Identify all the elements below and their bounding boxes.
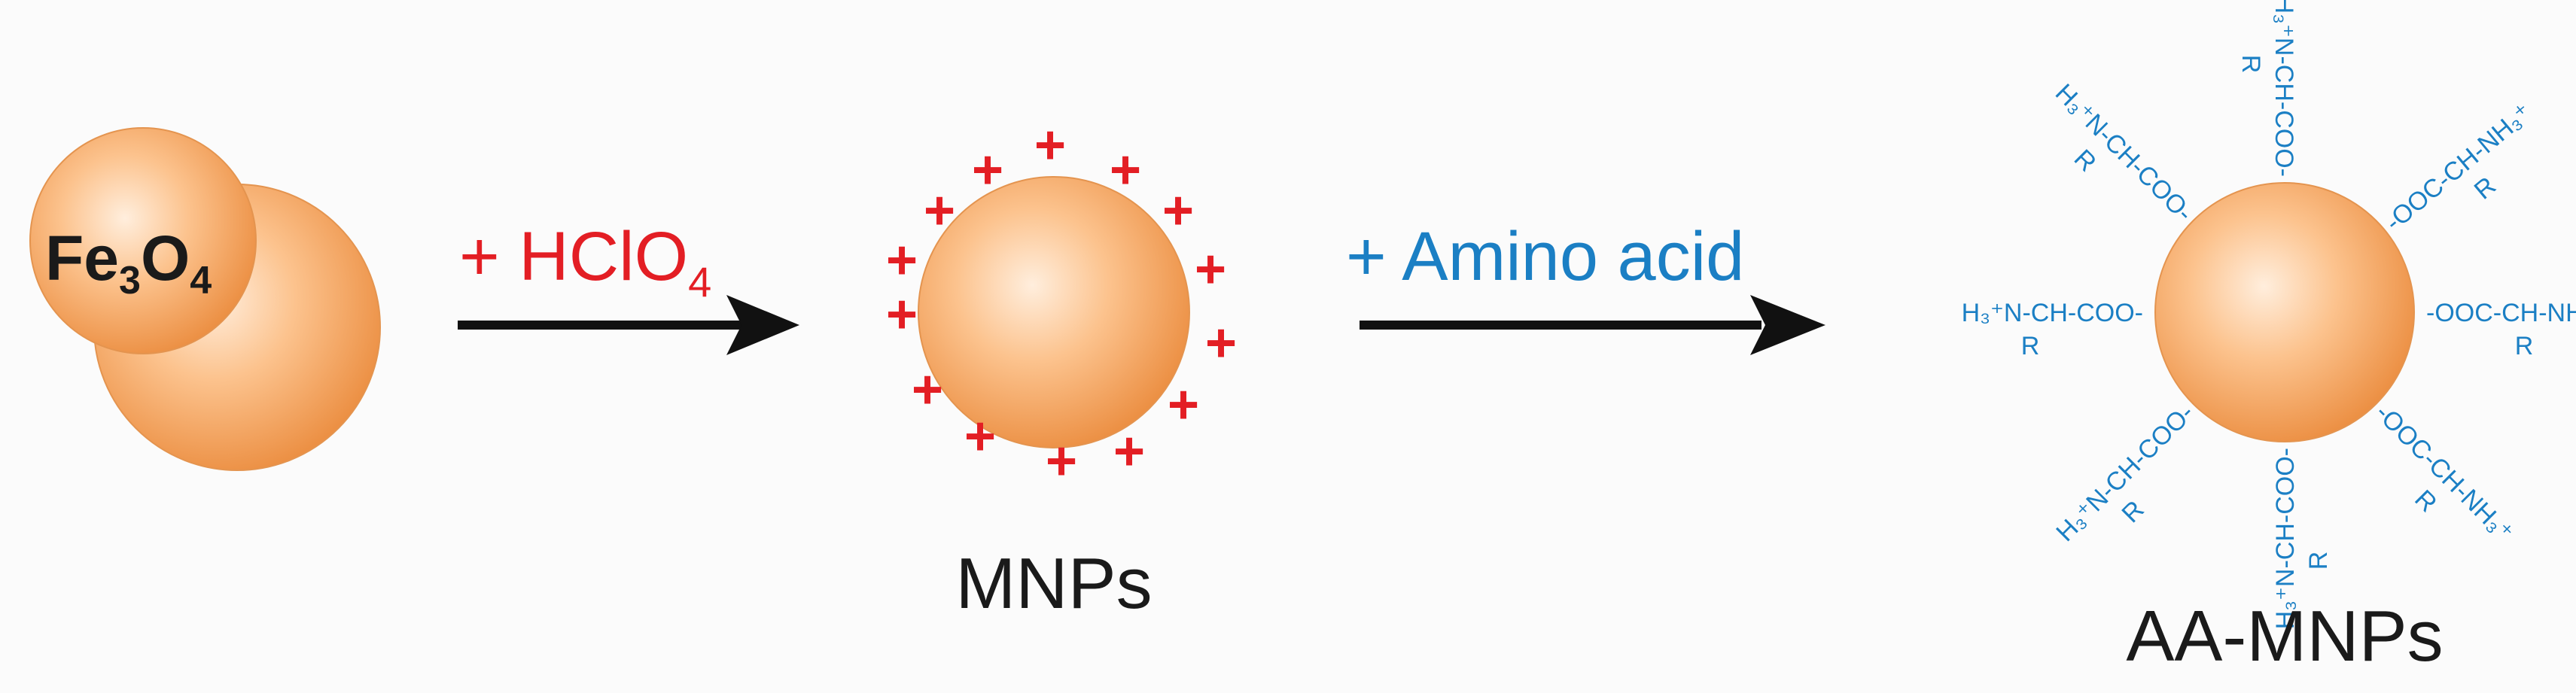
ligand-7-formula: H₃⁺N-CH-COO- <box>2271 448 2300 629</box>
ligand-8-formula: -OOC-CH-NH₃⁺ <box>2370 399 2519 548</box>
reaction-arrow-1: + HClO4 <box>458 218 799 355</box>
fe3o4-sub-3: 3 <box>119 259 141 302</box>
reagent-hclo4: + HClO4 <box>459 218 711 305</box>
ligand-4: H₃⁺N-CH-COO- R <box>2236 0 2298 177</box>
ligand-3: H₃⁺N-CH-COO-R <box>2050 78 2199 227</box>
plus-sign-11: + <box>1168 375 1199 435</box>
mnps-particle-group: ++++++++++++++ MNPs <box>886 115 1237 624</box>
plus-sign-7: + <box>1195 239 1226 299</box>
arrow-2-head <box>1750 295 1825 355</box>
ligand-6: H₃⁺N-CH-COO-R <box>2051 399 2200 548</box>
ligand-7: H₃⁺N-CH-COO-R <box>2271 448 2333 629</box>
fe3o4-sub-4: 4 <box>190 259 212 302</box>
ligand-7-r-group: R <box>2304 552 2333 570</box>
ligand-8: -OOC-CH-NH₃⁺R <box>2370 399 2519 548</box>
reagent-hclo4-sub: 4 <box>688 258 711 305</box>
reagent-amino-acid: + Amino acid <box>1346 218 1744 295</box>
aa-mnps-label: AA-MNPs <box>2126 596 2443 676</box>
ligand-4-formula: H₃⁺N-CH-COO- <box>2270 0 2298 177</box>
ligand-2-r-group: R <box>2515 332 2534 360</box>
mnps-sphere <box>918 176 1190 448</box>
plus-sign-12: + <box>964 406 996 467</box>
ligand-4-r-group: R <box>2236 55 2265 74</box>
ligand-3-formula: H₃⁺N-CH-COO- <box>2050 78 2199 227</box>
fe3o4-fe: Fe <box>45 223 119 293</box>
ligand-5-r-group: R <box>2469 172 2501 205</box>
ligand-6-formula: H₃⁺N-CH-COO- <box>2051 399 2200 548</box>
ligand-5: -OOC-CH-NH₃⁺R <box>2380 98 2537 236</box>
aa-mnps-sphere <box>2154 182 2415 442</box>
ligand-8-r-group: R <box>2409 485 2442 518</box>
ligand-3-r-group: R <box>2069 144 2102 177</box>
ligand-1: H₃⁺N-CH-COO- R <box>1962 299 2143 360</box>
ligand-6-r-group: R <box>2116 495 2149 528</box>
ligand-2-formula: -OOC-CH-NH₃⁺ <box>2426 299 2576 327</box>
aa-mnps-particle-group: H₃⁺N-CH-COO-R-OOC-CH-NH₃⁺RH₃⁺N-CH-COO-RH… <box>1962 0 2576 676</box>
positive-charges: ++++++++++++++ <box>886 115 1237 491</box>
fe3o4-front-sphere <box>29 127 257 354</box>
reaction-arrow-2: + Amino acid <box>1346 218 1825 355</box>
plus-sign-13: + <box>1113 421 1145 482</box>
plus-sign-2: + <box>972 140 1003 200</box>
ligand-5-formula: -OOC-CH-NH₃⁺ <box>2380 98 2537 236</box>
reagent-hclo4-text: + HClO <box>459 218 688 295</box>
ligand-2: -OOC-CH-NH₃⁺ R <box>2426 299 2576 360</box>
fe3o4-particles: Fe3O4 <box>29 127 381 471</box>
plus-sign-8: + <box>886 284 918 345</box>
arrow-1-head <box>726 295 799 355</box>
plus-sign-14: + <box>1046 431 1077 491</box>
plus-sign-9: + <box>1205 313 1237 373</box>
plus-sign-1: + <box>1034 115 1066 175</box>
mnps-label: MNPs <box>955 543 1152 624</box>
plus-sign-4: + <box>924 181 955 241</box>
ligand-1-r-group: R <box>2021 332 2040 360</box>
plus-sign-3: + <box>1110 140 1141 200</box>
plus-sign-10: + <box>912 360 943 420</box>
fe3o4-label: Fe3O4 <box>45 223 212 302</box>
plus-sign-6: + <box>886 230 918 290</box>
ligand-1-formula: H₃⁺N-CH-COO- <box>1962 299 2143 327</box>
fe3o4-o: O <box>141 223 190 293</box>
plus-sign-5: + <box>1162 181 1194 241</box>
